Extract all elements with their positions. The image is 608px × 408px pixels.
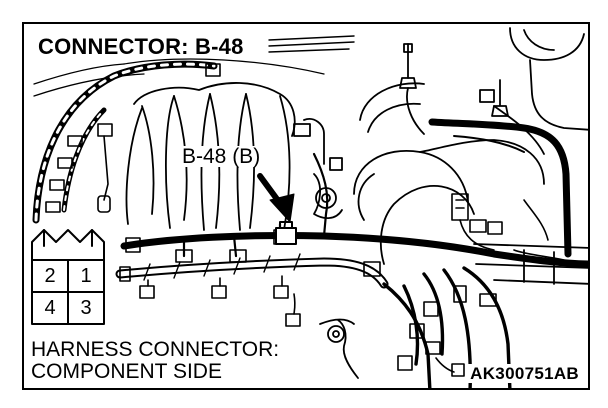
left-harness-bundle (32, 60, 218, 224)
diagram-title: CONNECTOR: B-48 (36, 36, 248, 58)
engine-harness-illustration (31, 27, 588, 388)
lower-right-connectors (363, 261, 467, 377)
pin-number: 3 (80, 297, 92, 319)
right-bracket (473, 243, 588, 285)
caption-line-1: HARNESS CONNECTOR: (30, 339, 283, 360)
left-connectors (45, 63, 221, 213)
right-hose (428, 118, 572, 258)
callout-arrow (257, 173, 295, 223)
connector-face (31, 229, 105, 325)
pin-number: 1 (80, 265, 92, 287)
top-right-housing (509, 27, 588, 131)
connector-callout-label: B-48 (B) (180, 145, 263, 168)
title-speed-lines (268, 35, 355, 53)
center-sensor (293, 118, 343, 219)
right-connectors (451, 193, 565, 307)
pin-number: 2 (44, 265, 56, 287)
background-lines (33, 58, 325, 97)
b48-connector (275, 221, 297, 245)
diagram-frame: 2 1 4 3 CONNECTOR: B-48 B-48 (B) HARNESS… (22, 22, 590, 390)
lower-harness-tube (115, 253, 389, 289)
pin-number: 4 (44, 297, 56, 319)
main-harness (120, 232, 588, 268)
ground-terminal (319, 318, 359, 379)
caption-line-2: COMPONENT SIDE (30, 361, 225, 382)
reference-code: AK300751AB (467, 364, 582, 383)
